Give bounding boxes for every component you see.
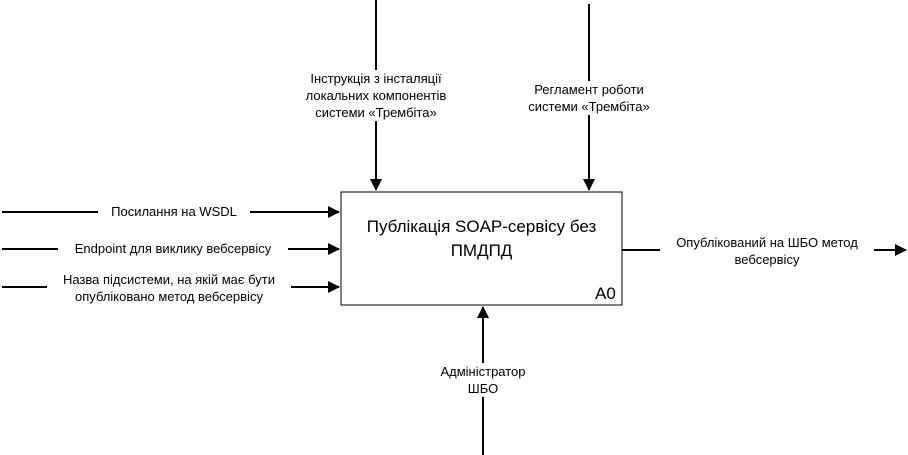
input-label-endpoint: Endpoint для виклику вебсервісу [58, 240, 288, 257]
mechanism-label-administrator: Адміністратор ШБО [428, 363, 538, 397]
mechanism-label-line: ШБО [467, 381, 499, 396]
output-label-line: Опублікований на ШБО метод [676, 235, 858, 250]
control-label-line: системи «Трембіта» [315, 105, 437, 120]
input-label-wsdl-link: Посилання на WSDL [98, 203, 250, 220]
function-box-title: Публікація SOAP-сервісу без ПМДПД [355, 215, 608, 263]
input-label-line: Посилання на WSDL [111, 204, 237, 219]
control-label-regulations: Регламент роботи системи «Трембіта» [509, 81, 669, 115]
input-label-line: Назва підсистеми, на якій має бути [62, 272, 276, 287]
output-label-line: вебсервісу [734, 252, 800, 267]
output-label-published-method: Опублікований на ШБО метод вебсервісу [660, 234, 874, 268]
mechanism-label-line: Адміністратор [440, 364, 526, 379]
input-label-line: Endpoint для виклику вебсервісу [74, 241, 272, 256]
input-label-line: опубліковано метод вебсервісу [75, 289, 263, 304]
control-label-installation-guide: Інструкція з інсталяції локальних компон… [286, 70, 466, 121]
input-label-subsystem-name: Назва підсистеми, на якій має бути опубл… [47, 271, 291, 305]
control-label-line: Інструкція з інсталяції [310, 71, 442, 86]
control-label-line: системи «Трембіта» [528, 99, 650, 114]
function-box-node-id: A0 [595, 284, 616, 303]
function-box-title-text: Публікація SOAP-сервісу без ПМДПД [366, 217, 597, 260]
control-label-line: Регламент роботи [534, 82, 644, 97]
function-box [340, 191, 623, 306]
control-label-line: локальних компонентів [305, 88, 447, 103]
